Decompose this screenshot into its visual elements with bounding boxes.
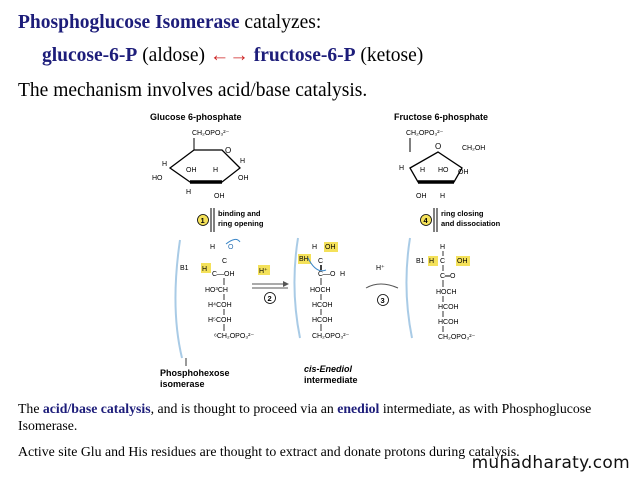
step-1-number: 1 — [201, 216, 205, 225]
fru-c1-oh: OH — [457, 258, 468, 265]
para1-keyword-acid-base: acid/base catalysis — [42, 401, 151, 416]
glc-h-c3: H — [186, 189, 191, 196]
glucose-title: Glucose 6-phosphate — [150, 112, 242, 122]
title-line: Phosphoglucose Isomerase catalyzes: — [18, 12, 321, 34]
step-4-text-a: ring closing — [441, 209, 484, 218]
fru-c1-h: H — [440, 244, 445, 251]
glucose-ring: CH₂OPO₃²⁻ O H HO OH H H OH H OH — [152, 130, 249, 200]
step-1: 1 binding and ring opening — [197, 208, 264, 232]
ene-c2-h: H — [340, 271, 345, 278]
glc-h-c1: H — [240, 158, 245, 165]
reaction-equation: glucose-6-P (aldose) ←→ fructose-6-P (ke… — [42, 45, 423, 67]
ene-oh: OH — [325, 244, 336, 251]
mechanism-diagram: Glucose 6-phosphate Fructose 6-phosphate… — [150, 112, 501, 389]
para1-text-1: The — [18, 401, 43, 416]
substrate-type: (aldose) — [137, 45, 210, 66]
c2-coh: C—OH — [212, 271, 235, 278]
enzyme-name: Phosphoglucose Isomerase — [18, 12, 240, 33]
glc-h-left: H — [162, 161, 167, 168]
fru-c2: C═O — [440, 273, 456, 280]
ene-c2: C—O — [318, 271, 336, 278]
mechanism-line: The mechanism involves acid/base catalys… — [18, 80, 368, 101]
c5-label: H⁵COH — [208, 317, 232, 324]
bh-label: BH — [299, 256, 309, 263]
glc-oh-c1: OH — [238, 175, 249, 182]
step-2-number: 2 — [268, 294, 272, 303]
step-1-text-a: binding and — [218, 209, 261, 218]
substrate-name: glucose-6-P — [42, 45, 138, 66]
fru-h-c5: H — [399, 165, 404, 172]
fru-ring-o: O — [435, 142, 441, 151]
mechanism-figure: Glucose 6-phosphate Fructose 6-phosphate… — [140, 108, 540, 394]
fru-c6: CH₂OPO₃²⁻ — [438, 334, 476, 341]
c6-label: ⁶CH₂OPO₃²⁻ — [214, 333, 254, 340]
glucose-open-chain: H O C B1 H C—OH H⁺ HO³CH H⁴COH H⁵COH ⁶CH… — [180, 238, 270, 340]
double-arrow-icon: ←→ — [209, 45, 249, 66]
c2-h: H — [202, 266, 207, 273]
fructose-title: Fructose 6-phosphate — [394, 112, 488, 122]
ene-h: H — [312, 244, 317, 251]
enzyme-label-a: Phosphohexose — [160, 368, 230, 378]
c3-label: HO³CH — [205, 287, 228, 294]
step-2: 2 — [252, 281, 289, 304]
b1-right: B1 — [416, 258, 425, 265]
paragraph-active-site: Active site Glu and His residues are tho… — [18, 444, 520, 459]
glc-ho-left: HO — [152, 175, 163, 182]
fru-oh-c4: OH — [416, 193, 427, 200]
paragraph-acid-base: The acid/base catalysis, and is thought … — [18, 400, 618, 434]
c4-label: H⁴COH — [208, 302, 232, 309]
fru-c1-label: CH₂OH — [462, 145, 485, 152]
watermark: muhadharaty.com — [471, 453, 630, 473]
fructose-open-chain: H B1 H C OH C═O HOCH HCOH HCOH CH₂OPO₃²⁻ — [416, 244, 476, 341]
fru-h-c4: H — [420, 167, 425, 174]
ene-c1: C — [318, 258, 323, 265]
ene-c6: CH₂OPO₃²⁻ — [312, 333, 350, 340]
fru-oh-c2: OH — [458, 169, 469, 176]
b1-left: B1 — [180, 265, 189, 272]
fru-h-hl: H — [429, 258, 434, 265]
c1-o: O — [228, 244, 234, 251]
product-name: fructose-6-P — [248, 45, 356, 66]
step-4-number: 4 — [424, 216, 429, 225]
ene-c3: HOCH — [310, 287, 331, 294]
enzyme-label-b: isomerase — [160, 379, 205, 389]
ene-c5: HCOH — [312, 317, 333, 324]
catalyzes-text: catalyzes: — [239, 12, 322, 33]
fructose-ring: CH₂OPO₃²⁻ CH₂OH O H H HO OH OH H — [399, 130, 485, 200]
step-1-text-b: ring opening — [218, 219, 264, 228]
fru-c3: HOCH — [436, 289, 457, 296]
enediol-label-a: cis-Enediol — [304, 364, 353, 374]
step-3-number: 3 — [381, 296, 385, 305]
step-4-text-b: and dissociation — [441, 219, 501, 228]
fru-c6-label: CH₂OPO₃²⁻ — [406, 130, 444, 137]
para1-keyword-enediol: enediol — [337, 401, 380, 416]
glc-h-c2: H — [213, 167, 218, 174]
para1-text-3: intermediate, as with Phosphoglucose Iso… — [18, 401, 592, 433]
hplus-1: H⁺ — [259, 267, 268, 275]
enediol-label-b: intermediate — [304, 375, 358, 385]
para1-text-2: , and is thought to proceed via an — [150, 401, 338, 416]
fru-ho-c3: HO — [438, 167, 449, 174]
ene-c4: HCOH — [312, 302, 333, 309]
c1-h: H — [210, 244, 215, 251]
fru-c1: C — [440, 258, 445, 265]
c1-carbon: C — [222, 258, 227, 265]
glc-oh-c3: OH — [186, 167, 197, 174]
enediol-intermediate: H OH BH C C—O H HOCH HCOH HCOH CH₂OPO₃²⁻ — [298, 242, 350, 340]
step-4: 4 ring closing and dissociation — [420, 208, 501, 232]
product-type: (ketose) — [355, 45, 424, 66]
hplus-2: H⁺ — [376, 264, 385, 272]
fru-h-c3: H — [440, 193, 445, 200]
step-3: H⁺ 3 — [365, 264, 399, 306]
fru-c5: HCOH — [438, 319, 459, 326]
fru-c4: HCOH — [438, 304, 459, 311]
glc-ring-o: O — [225, 146, 231, 155]
glc-oh-c2: OH — [214, 193, 225, 200]
glc-c6-label: CH₂OPO₃²⁻ — [192, 130, 230, 137]
